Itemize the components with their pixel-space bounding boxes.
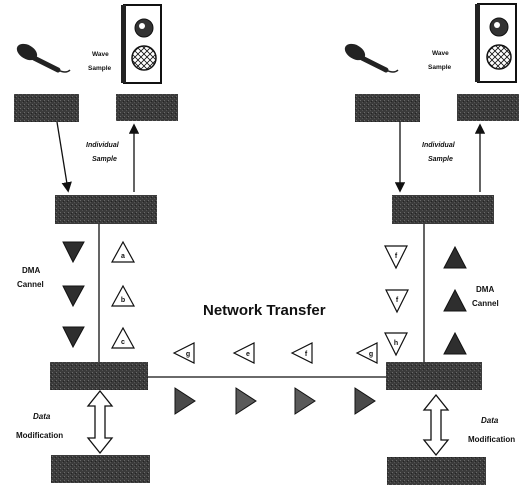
network-packet-right	[175, 388, 195, 414]
received-packet: f	[386, 290, 408, 312]
sent-packet: c	[112, 328, 134, 348]
sent-packet: a	[112, 242, 134, 262]
memory-box-right	[387, 457, 486, 485]
network-packet-left: g	[174, 343, 194, 363]
dma-dark-packet	[444, 290, 466, 311]
microphone-icon	[14, 40, 70, 72]
network-packet-right	[295, 388, 315, 414]
network-packet-left: e	[234, 343, 254, 363]
dma-dark-packet	[63, 286, 84, 306]
svg-text:g: g	[369, 351, 373, 358]
dac-box-left	[116, 94, 178, 121]
wave-sample-label-right: Wave Sample	[428, 50, 452, 71]
speaker-icon	[121, 5, 161, 83]
svg-text:g: g	[186, 351, 190, 358]
speaker-icon	[475, 4, 516, 82]
network-card-box-left	[50, 362, 148, 390]
svg-text:h: h	[394, 340, 398, 347]
svg-text:b: b	[121, 297, 125, 304]
network-packet-left: g	[357, 343, 377, 363]
buffer-box-right	[392, 195, 494, 224]
adc-to-buffer-arrow-left	[57, 122, 68, 190]
dma-dark-packet	[63, 327, 84, 347]
data-modification-label-left: Data Modification	[16, 412, 63, 440]
microphone-icon	[342, 40, 398, 72]
sent-packet: b	[112, 286, 134, 306]
svg-text:a: a	[121, 253, 125, 260]
dma-dark-packet	[444, 247, 466, 268]
network-transfer-title: Network Transfer	[203, 302, 326, 319]
network-packet-left: f	[292, 343, 312, 363]
network-packet-right	[236, 388, 256, 414]
adc-box-right	[355, 94, 420, 122]
svg-text:c: c	[121, 339, 125, 346]
dac-box-right	[457, 94, 519, 121]
dma-channel-label-left: DMA Cannel	[17, 266, 44, 289]
wave-sample-label-left: Wave Sample	[88, 51, 112, 72]
data-modification-double-arrow-right	[424, 395, 448, 455]
received-packet: f	[385, 246, 407, 268]
buffer-box-left	[55, 195, 157, 224]
individual-sample-label-left: Individual Sample	[86, 142, 121, 163]
dma-dark-packet	[444, 333, 466, 354]
memory-box-left	[51, 455, 150, 483]
svg-text:e: e	[246, 351, 250, 358]
network-packet-right	[355, 388, 375, 414]
dma-channel-label-right: DMA Cannel	[472, 285, 499, 308]
individual-sample-label-right: Individual Sample	[422, 142, 457, 163]
data-modification-label-right: Data Modification	[468, 416, 515, 444]
dma-dark-packet	[63, 242, 84, 262]
data-modification-double-arrow-left	[88, 391, 112, 453]
received-packet: h	[385, 333, 407, 355]
network-card-box-right	[386, 362, 482, 390]
adc-box-left	[14, 94, 79, 122]
